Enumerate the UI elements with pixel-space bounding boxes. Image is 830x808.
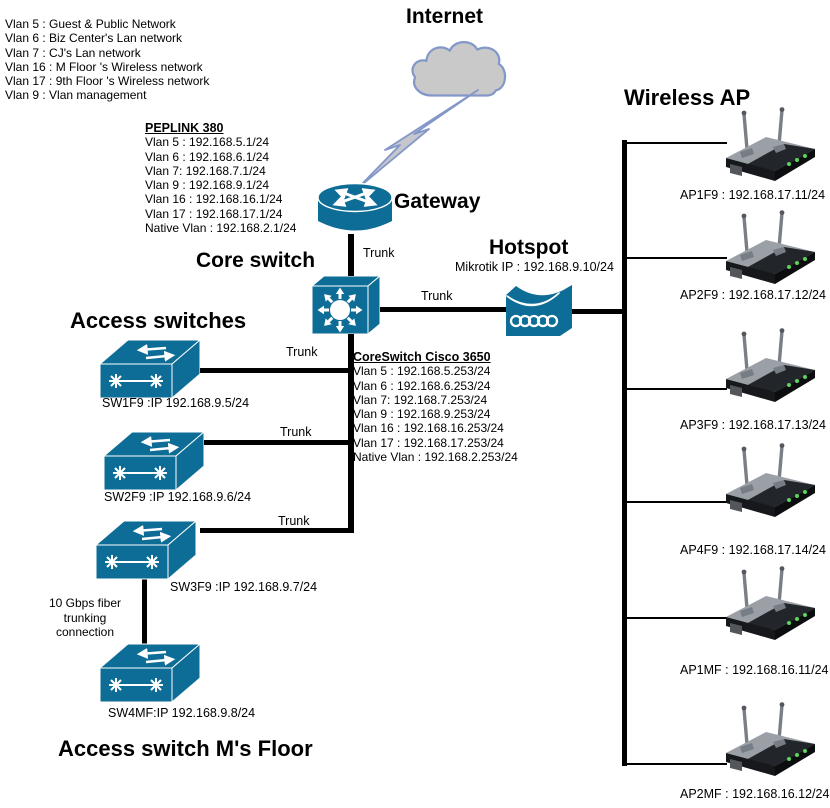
- trunk-label: Trunk: [421, 289, 453, 303]
- trunk-label: Trunk: [286, 345, 318, 359]
- peplink-info: PEPLINK 380 Vlan 5 : 192.168.5.1/24 Vlan…: [145, 121, 296, 235]
- fiber-note-line: connection: [55, 625, 115, 639]
- coreswitch-vlan-line: Vlan 7: 192.168.7.253/24: [353, 392, 488, 407]
- ap-stub-line: [625, 763, 727, 765]
- hotspot-ip: Mikrotik IP : 192.168.9.10/24: [455, 260, 614, 274]
- vlan-legend-line: Vlan 16 : M Floor 's Wireless network: [5, 59, 203, 74]
- link-gateway-core: [348, 234, 354, 282]
- coreswitch-title: CoreSwitch Cisco 3650: [353, 350, 491, 364]
- lightning-bolt-icon: [357, 89, 479, 189]
- link-core-down: [348, 330, 354, 533]
- coreswitch-vlan-line: Vlan 9 : 192.168.9.253/24: [353, 407, 491, 422]
- switch-icon: [100, 640, 200, 704]
- gateway-label: Gateway: [394, 190, 481, 213]
- ap-bus-line: [622, 140, 627, 766]
- vlan-legend-line: Vlan 5 : Guest & Public Network: [5, 17, 176, 31]
- ap-stub-line: [625, 257, 727, 259]
- ap-label: AP2MF : 192.168.16.12/24: [680, 787, 830, 801]
- ap-device-icon: [718, 443, 818, 527]
- switch-label: SW1F9 :IP 192.168.9.5/24: [102, 396, 250, 410]
- ap-label: AP1MF : 192.168.16.11/24: [680, 663, 829, 677]
- coreswitch-vlan-line: Vlan 5 : 192.168.5.253/24: [353, 364, 491, 379]
- ap-stub-line: [625, 142, 727, 144]
- internet-title: Internet: [406, 5, 484, 28]
- core-switch-label: Core switch: [196, 249, 316, 272]
- peplink-title: PEPLINK 380: [145, 121, 224, 135]
- ap-device-icon: [718, 210, 818, 294]
- ap-label: AP4F9 : 192.168.17.14/24: [680, 543, 826, 557]
- ap-stub-line: [625, 501, 727, 503]
- link-sw3-sw4-fiber: [142, 576, 147, 646]
- switch-label: SW2F9 :IP 192.168.9.6/24: [104, 490, 252, 504]
- ap-device-icon: [718, 702, 818, 786]
- peplink-vlan-line: Vlan 6 : 192.168.6.1/24: [145, 149, 270, 164]
- ap-label: AP1F9 : 192.168.17.11/24: [680, 188, 826, 202]
- coreswitch-vlan-line: Vlan 17 : 192.168.17.253/24: [353, 435, 504, 450]
- switch-icon: [104, 428, 204, 492]
- link-sw1: [197, 368, 352, 373]
- ap-device-icon: [718, 328, 818, 412]
- ap-stub-line: [625, 388, 727, 390]
- peplink-vlan-line: Vlan 7: 192.168.7.1/24: [145, 163, 266, 178]
- fiber-note-line: trunking: [63, 610, 107, 625]
- ap-stub-line: [625, 617, 727, 619]
- core-switch-icon: [312, 276, 380, 334]
- ap-device-icon: [718, 107, 818, 191]
- peplink-vlan-line: Native Vlan : 192.168.2.1/24: [145, 221, 297, 236]
- trunk-label: Trunk: [363, 246, 395, 260]
- wireless-ap-header: Wireless AP: [624, 85, 751, 110]
- vlan-legend-line: Vlan 17 : 9th Floor 's Wireless network: [5, 74, 210, 89]
- switch-icon: [100, 336, 200, 400]
- coreswitch-vlan-line: Native Vlan : 192.168.2.253/24: [353, 450, 518, 465]
- switch-icon: [96, 517, 196, 581]
- coreswitch-vlan-line: Vlan 6 : 192.168.6.253/24: [353, 378, 491, 393]
- peplink-vlan-line: Vlan 5 : 192.168.5.1/24: [145, 135, 270, 150]
- peplink-vlan-line: Vlan 17 : 192.168.17.1/24: [145, 206, 283, 221]
- hotspot-icon: [506, 285, 572, 336]
- hotspot-label: Hotspot: [489, 236, 569, 259]
- ap-label: AP2F9 : 192.168.17.12/24: [680, 288, 826, 302]
- link-hotspot-bus: [569, 309, 625, 314]
- trunk-label: Trunk: [278, 514, 310, 528]
- fiber-note-line: 10 Gbps fiber: [48, 596, 122, 610]
- switch-label: SW3F9 :IP 192.168.9.7/24: [170, 580, 318, 594]
- peplink-vlan-line: Vlan 9 : 192.168.9.1/24: [145, 178, 270, 193]
- link-sw3: [200, 528, 352, 533]
- gateway-router-icon: [317, 182, 393, 231]
- link-sw2: [204, 440, 352, 445]
- peplink-vlan-line: Vlan 16 : 192.168.16.1/24: [145, 192, 283, 207]
- coreswitch-vlan-line: Vlan 16 : 192.168.16.253/24: [353, 421, 504, 436]
- access-switches-header: Access switches: [70, 308, 247, 333]
- vlan-legend-line: Vlan 6 : Biz Center's Lan network: [5, 31, 183, 46]
- trunk-label: Trunk: [280, 425, 312, 439]
- link-core-hotspot: [375, 307, 507, 312]
- ap-label: AP3F9 : 192.168.17.13/24: [680, 418, 826, 432]
- vlan-legend: Vlan 5 : Guest & Public Network Vlan 6 :…: [5, 17, 209, 103]
- vlan-legend-line: Vlan 9 : Vlan management: [5, 88, 147, 103]
- ap-device-icon: [718, 566, 818, 650]
- switch-label: SW4MF:IP 192.168.9.8/24: [108, 706, 256, 720]
- coreswitch-info: CoreSwitch Cisco 3650 Vlan 5 : 192.168.5…: [353, 350, 518, 464]
- internet-cloud-icon: [411, 40, 507, 97]
- fiber-note: 10 Gbps fiber trunking connection: [35, 596, 135, 640]
- vlan-legend-line: Vlan 7 : CJ's Lan network: [5, 45, 141, 60]
- m-floor-header: Access switch M's Floor: [58, 736, 313, 761]
